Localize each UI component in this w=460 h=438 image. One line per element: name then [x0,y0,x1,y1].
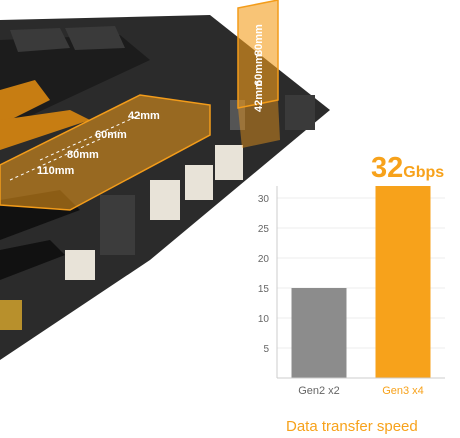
m2-slot-overlay [0,0,280,211]
m2-vertical-slot [237,0,279,109]
chart-caption: Data transfer speed [286,418,418,435]
connector-white-3 [215,145,243,180]
m2-horizontal-slot [0,94,211,211]
slot-guide-110 [9,129,121,181]
y-tick-label: 25 [258,224,270,235]
slot-label-60: 60mm [95,129,127,141]
pcie-slot-2 [0,240,65,280]
vslot-label-60: 60mm [253,54,265,86]
bars [291,186,431,378]
vslot-label-42: 42mm [253,80,265,112]
bar-headline: 32Gbps [371,152,444,185]
slot-guide-80 [39,114,141,161]
jumper [0,300,22,330]
bar-gen2 [291,288,347,378]
chipset-block [100,195,135,255]
x-tick-labels: Gen2 x2 Gen3 x4 [298,385,424,397]
vrm-heatsink [10,28,70,52]
heatsink-accent-2 [0,110,90,150]
y-tick-label: 5 [263,344,269,355]
headline-value: 32 [371,152,404,184]
x-tick-label: Gen2 x2 [298,385,340,397]
vslot-label-80: 80mm [253,24,265,56]
vrm-heatsink-2 [65,26,125,50]
slot-label-42: 42mm [128,110,160,122]
headline-unit: Gbps [403,164,445,181]
y-tick-labels: 5 10 15 20 25 30 [258,194,270,355]
slot-label-80: 80mm [67,149,99,161]
slot-length-labels: 42mm 60mm 80mm 110mm 80mm 60mm 42mm [37,24,265,177]
header-block [285,95,315,130]
m2-vertical-slot-base [238,100,280,148]
y-tick-label: 10 [258,314,270,325]
connector-white-4 [65,250,95,280]
slot-label-110: 110mm [37,165,75,177]
bar-gen3 [375,186,431,378]
y-tick-label: 30 [258,194,270,205]
y-tick-label: 20 [258,254,270,265]
heatsink-accent [0,80,50,125]
x-tick-label: Gen3 x4 [382,385,424,397]
connector-white-2 [185,165,213,200]
connector-white [150,180,180,220]
y-tick-label: 15 [258,284,270,295]
bar-chart: 5 10 15 20 25 30 Gen2 x2 Gen3 x4 [258,186,445,397]
